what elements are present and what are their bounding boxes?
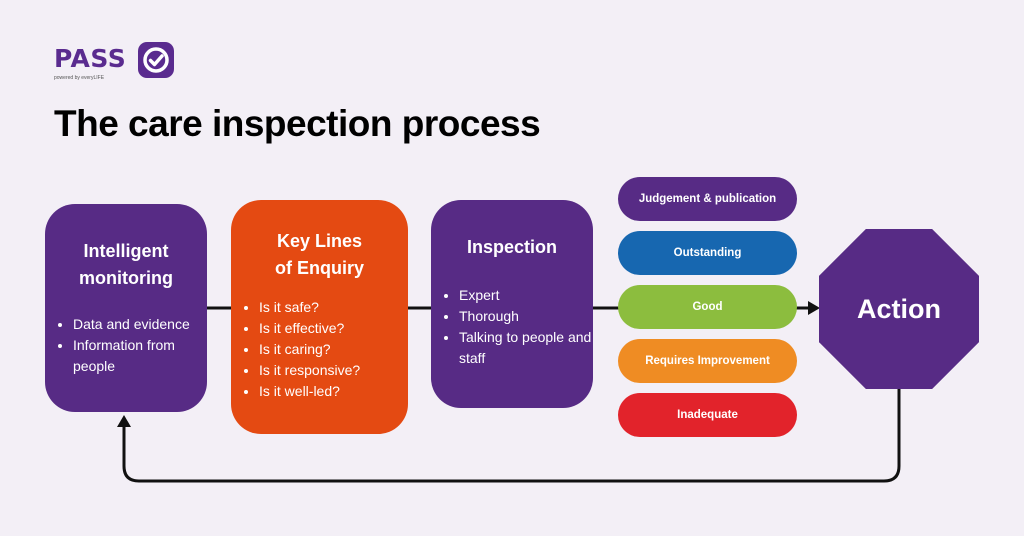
list-item: Thorough	[459, 306, 593, 327]
list-item: Is it caring?	[259, 339, 408, 360]
list-item: Is it safe?	[259, 297, 408, 318]
step-list: Is it safe? Is it effective? Is it carin…	[231, 297, 408, 402]
pass-logo: PASS powered by everyLIFE	[54, 42, 184, 84]
list-item: Information from people	[73, 335, 207, 377]
step-title-line: of Enquiry	[275, 258, 364, 278]
rating-outstanding-pill: Outstanding	[618, 231, 797, 275]
arrowhead-to-action	[808, 301, 820, 315]
step-title-line: Key Lines	[276, 231, 363, 251]
step-list: Data and evidence Information from peopl…	[45, 314, 207, 377]
check-icon	[138, 42, 174, 78]
list-item: Data and evidence	[73, 314, 207, 335]
page-title: The care inspection process	[54, 103, 541, 144]
rating-requires-improvement-pill: Requires Improvement	[618, 339, 797, 383]
step-list: Expert Thorough Talking to people and st…	[431, 285, 593, 369]
list-item: Is it effective?	[259, 318, 408, 339]
arrowhead-to-monitoring	[117, 415, 131, 427]
logo-wordmark: PASS	[54, 44, 127, 73]
intelligent-monitoring-box: Intelligent monitoring Data and evidence…	[45, 204, 207, 412]
list-item: Expert	[459, 285, 593, 306]
step-title-line: Intelligent	[83, 241, 169, 261]
inspection-box: Inspection Expert Thorough Talking to pe…	[431, 200, 593, 408]
step-title-line: monitoring	[79, 268, 173, 288]
logo-tagline: powered by everyLIFE	[54, 75, 105, 81]
feedback-loop-arrow	[122, 388, 901, 483]
list-item: Is it well-led?	[259, 381, 408, 402]
step-title: Inspection	[466, 237, 557, 257]
key-lines-of-enquiry-box: Key Lines of Enquiry Is it safe? Is it e…	[231, 200, 408, 434]
action-octagon: Action	[819, 229, 979, 389]
list-item: Talking to people and staff	[459, 327, 593, 369]
rating-inadequate-pill: Inadequate	[618, 393, 797, 437]
step-title: Key Lines of Enquiry	[231, 200, 408, 282]
list-item: Is it responsive?	[259, 360, 408, 381]
judgement-header-pill: Judgement & publication	[618, 177, 797, 221]
rating-good-pill: Good	[618, 285, 797, 329]
step-title: Intelligent monitoring	[45, 204, 207, 292]
